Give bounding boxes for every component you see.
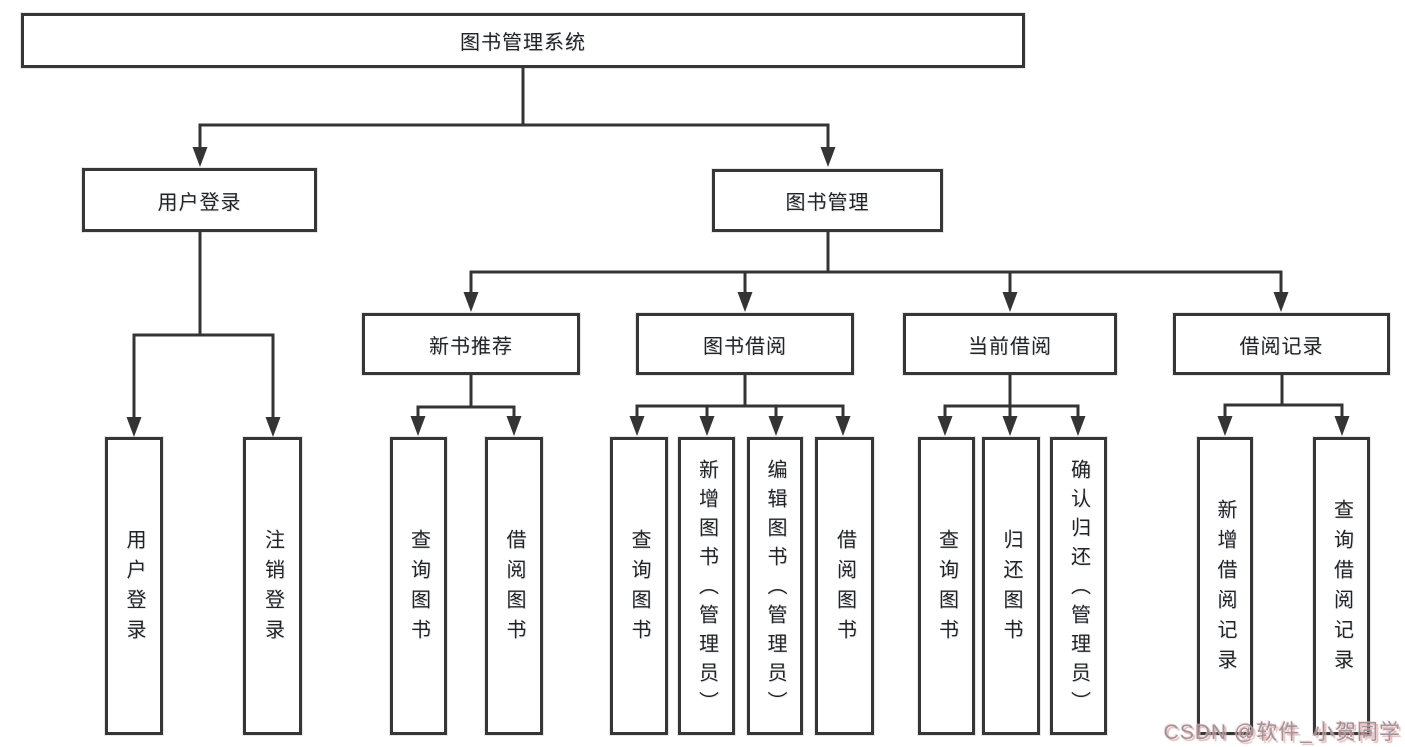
connector-borrowing-records [1223, 373, 1344, 422]
connector-book-management [469, 230, 1283, 298]
leaf-user-login: 用户登录 [105, 437, 163, 735]
node-user-login-branch: 用户登录 [82, 168, 317, 232]
leaf-add-book-admin: 新增图书（管理员） [678, 437, 735, 735]
leaf-recommend-query-books: 查询图书 [390, 437, 447, 735]
leaf-query-borrow-record: 查询借阅记录 [1313, 437, 1370, 735]
leaf-recommend-borrow-books: 借阅图书 [485, 437, 543, 735]
connector-user-login [132, 230, 275, 422]
node-root-library-system: 图书管理系统 [21, 13, 1025, 68]
leaf-borrowing-query-books: 查询图书 [610, 437, 668, 735]
leaf-logout: 注销登录 [243, 437, 302, 735]
node-new-book-recommend: 新书推荐 [362, 313, 580, 375]
connector-current-borrowing [943, 373, 1080, 422]
leaf-current-query-books: 查询图书 [918, 437, 975, 735]
leaf-confirm-return-admin: 确认归还（管理员） [1050, 437, 1107, 735]
leaf-borrow-book: 借阅图书 [815, 437, 874, 735]
leaf-return-book: 归还图书 [982, 437, 1040, 735]
leaf-edit-book-admin: 编辑图书（管理员） [747, 437, 803, 735]
csdn-watermark: CSDN @软件_小贺同学 [1163, 721, 1401, 744]
node-current-borrowing: 当前借阅 [903, 313, 1117, 375]
node-borrowing-records: 借阅记录 [1173, 313, 1390, 375]
leaf-add-borrow-record: 新增借阅记录 [1197, 437, 1253, 735]
connector-root [198, 66, 830, 152]
connector-book-borrowing [635, 373, 845, 422]
arrowheads [126, 147, 1350, 437]
connector-new-book-recommend [416, 373, 516, 422]
node-book-borrowing: 图书借阅 [636, 313, 854, 375]
node-book-management-branch: 图书管理 [712, 169, 943, 232]
